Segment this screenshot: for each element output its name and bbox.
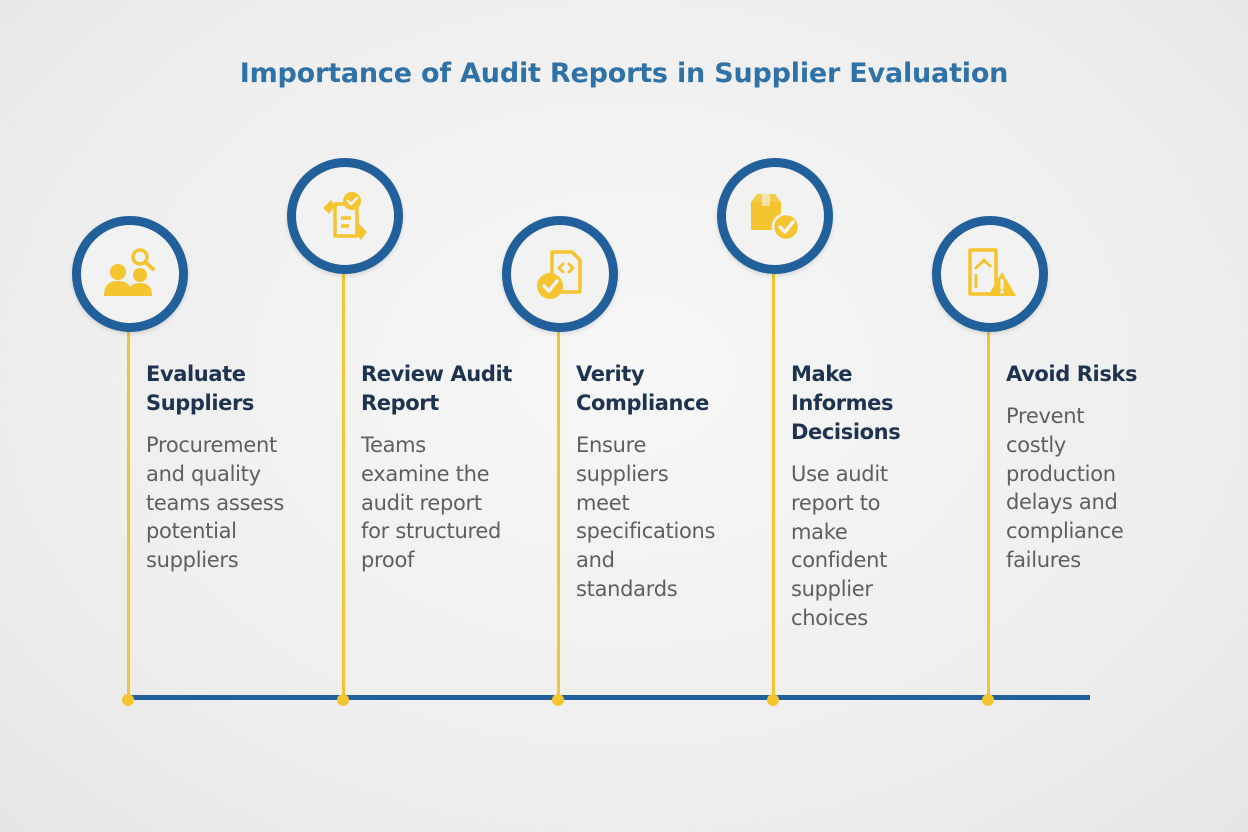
step-description: Teams examine the audit report for struc…: [361, 433, 501, 573]
step-description: Prevent costly production delays and com…: [1006, 404, 1124, 572]
page-title: Importance of Audit Reports in Supplier …: [239, 58, 1009, 89]
code-file-check-icon: [537, 250, 582, 299]
step-title: Evaluate Suppliers: [146, 362, 255, 415]
timeline-dot: [122, 694, 134, 706]
timeline-dot: [982, 694, 994, 706]
step-connector-line: [557, 320, 560, 698]
document-check-icon: [323, 192, 367, 240]
step-icon-circle: [932, 216, 1048, 332]
step-description: Use audit report to make confident suppl…: [791, 462, 888, 630]
step-title: Review Audit Report: [361, 362, 512, 415]
people-search-icon: [104, 248, 155, 296]
timeline-dot: [337, 694, 349, 706]
timeline-baseline: [128, 695, 1090, 700]
timeline-dot: [552, 694, 564, 706]
step-title: Avoid Risks: [1006, 362, 1138, 386]
step-connector-line: [342, 262, 345, 698]
step-connector-line: [772, 262, 775, 698]
box-check-icon: [751, 194, 801, 242]
step-title: Verity Compliance: [576, 362, 709, 415]
document-warning-icon: [968, 248, 1016, 296]
step-description: Procurement and quality teams assess pot…: [146, 433, 285, 573]
step-description: Ensure suppliers meet specifications and…: [576, 433, 716, 601]
step-icon-circle: [717, 158, 833, 274]
step-connector-line: [987, 320, 990, 698]
timeline-dot: [767, 694, 779, 706]
step-connector-line: [127, 320, 130, 698]
step-icon-circle: [287, 158, 403, 274]
step-icon-circle: [72, 216, 188, 332]
step-title: Make Informes Decisions: [791, 362, 901, 444]
step-icon-circle: [502, 216, 618, 332]
